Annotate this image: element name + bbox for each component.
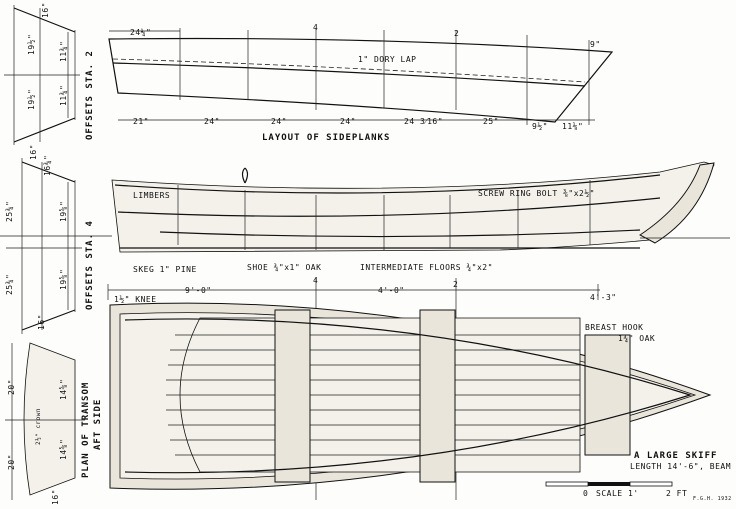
sta4-dim-top: 16¾" [43, 155, 52, 176]
scale-bar: 0 SCALE 1' 2 FT [545, 481, 687, 498]
sideplanks-caption: LAYOUT OF SIDEPLANKS [262, 133, 390, 143]
sta4-dim-lower: 25¾" [5, 274, 14, 295]
sta2-dim-upper: 19½" [26, 34, 36, 55]
skeg-label: SKEG 1" PINE [133, 265, 197, 274]
sta4-dim-upper: 25¾" [5, 201, 14, 222]
sideplank-dim-8: 11⅛" [562, 122, 583, 131]
breast-hook-size: 1¾" OAK [618, 334, 655, 343]
sideplank-dim-1: 21" [133, 117, 149, 126]
plan-dim-4ft: 4'-0" [378, 286, 405, 295]
sideplank-dim-6: 25" [483, 117, 499, 126]
transom-crown: 2½" crown [35, 408, 42, 445]
transom-dim-lower: 20" [7, 454, 16, 470]
sideplank-dim-4: 24" [340, 117, 356, 126]
sta2-dim-lower: 19½" [26, 89, 36, 110]
transom-half-upper: 14⅝" [59, 379, 68, 400]
scale-label: SCALE [596, 489, 623, 498]
sta4-label: OFFSETS STA. 4 [85, 220, 95, 310]
transom-label-1: PLAN OF TRANSOM [81, 382, 91, 478]
transom-dim-bottom: 16" [51, 489, 60, 505]
signature: F.G.H. 1932 [693, 496, 732, 502]
sideplank-station-4: 4 [313, 23, 318, 32]
scale-two: 2 FT [666, 489, 687, 498]
sta2-label: OFFSETS STA. 2 [85, 50, 95, 140]
scale-one: 1' [628, 489, 639, 498]
transom-plan: 20" 20" 14⅝" 14⅝" 16" 2½" crown PLAN OF … [5, 342, 103, 505]
plan-dim-9ft: 9'-0" [185, 286, 212, 295]
dory-lap-label: 1" DORY LAP [358, 55, 416, 64]
offsets-station-2: 16" 19½" 19½" 11¾" 11¾" 16" OFFSETS STA.… [4, 2, 95, 160]
transom-half-lower: 14⅝" [59, 439, 68, 460]
title-line-2: LENGTH 14'-6", BEAM 4'-5" [630, 462, 736, 471]
sideplank-station-2: 2 [454, 29, 459, 38]
sideplank-dim-7: 9½" [532, 121, 548, 131]
sideplanks-layout: 24¼" 9" 4 2 1" DORY LAP 21" 24" 24" 24" … [108, 23, 614, 143]
knee-label: 1½" KNEE [114, 294, 157, 304]
transom-dim-upper: 20" [7, 379, 16, 395]
sideplank-dim-3: 24" [271, 117, 287, 126]
sta4-dim-bottom: 16" [37, 314, 46, 330]
offsets-station-4: 16¾" 25¾" 25¾" 19⅝" 19⅝" 16" OFFSETS STA… [5, 155, 95, 334]
transom-label-2: AFT SIDE [93, 399, 103, 450]
limbers-label: LIMBERS [133, 191, 170, 200]
plan-station-2: 2 [453, 280, 458, 289]
title-line-1: A LARGE SKIFF [634, 451, 717, 461]
plan-view: 9'-0" 4'-0" 4'-3" 4 2 1½" KNEE BREAST HO… [107, 276, 712, 500]
sta4-dim-half-lower: 19⅝" [59, 269, 68, 290]
plan-dim-4ft3: 4'-3" [590, 293, 617, 302]
ring-bolt-label: SCREW RING BOLT ⅜"x2½" [478, 188, 595, 198]
breast-hook-label: BREAST HOOK [585, 323, 643, 332]
sta4-dim-half-upper: 19⅝" [59, 201, 68, 222]
sideplank-dim-top-right: 9" [590, 40, 601, 49]
sideplank-dim-2: 24" [204, 117, 220, 126]
shoe-label: SHOE ¾"x1" OAK [247, 263, 321, 272]
floors-label: INTERMEDIATE FLOORS ¾"x2" [360, 263, 493, 272]
profile-view: LIMBERS SCREW RING BOLT ⅜"x2½" SKEG 1" P… [0, 161, 730, 274]
sideplank-dim-5: 24 3⁄16" [404, 117, 443, 126]
sta2-dim-bottom: 16" [29, 144, 38, 160]
sta2-dim-half-upper: 11¾" [59, 41, 68, 62]
plan-station-4: 4 [313, 276, 318, 285]
scale-zero: 0 [583, 489, 588, 498]
sta2-dim-top: 16" [41, 2, 50, 18]
sta2-dim-half-lower: 11¾" [59, 85, 68, 106]
sideplank-dim-top-left: 24¼" [130, 28, 151, 37]
